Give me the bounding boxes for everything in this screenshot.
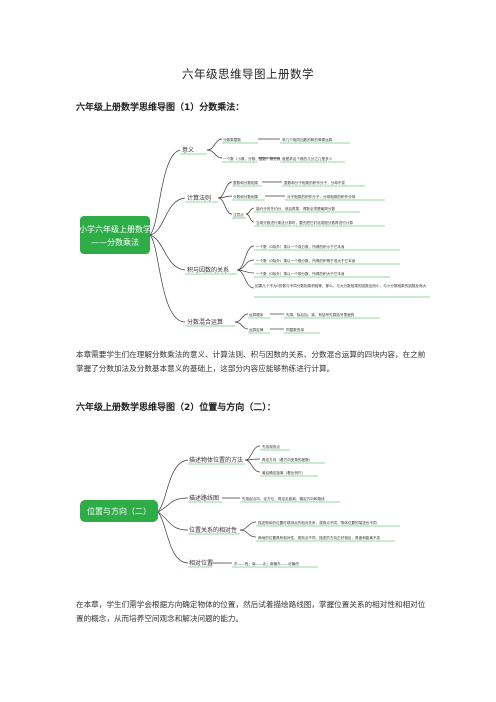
leaf: 整数和分数相乘	[233, 180, 259, 185]
leaf: 如果几个不为0的数与不同分数相乘积相等，那么，与大分数相乘的因数反而小，与小分数…	[255, 284, 427, 288]
root-node-1	[80, 216, 150, 254]
branch-calc-rules: 计算法则	[187, 194, 211, 202]
branch-product-factor: 积与因数的关系	[187, 266, 229, 274]
leaf: 先按起点向、定方位，再定走距离，确定方向和路线	[242, 496, 325, 501]
leaf: 一个数（小数、分数、整数）乘分数	[223, 156, 281, 161]
leaf: 注意点	[233, 212, 244, 217]
leaf: 求几个相同加数的和的简便运算	[282, 137, 333, 142]
page-title: 六年级思维导图上册数学	[182, 67, 314, 81]
leaf: 一个数（0除外）乘以一个真分数，所得的积小于它本身	[256, 244, 345, 249]
leaf: 先乘、除后加、减，有括号先算括号里面的	[286, 312, 355, 317]
branch-describe-position: 描述物体位置的方法	[189, 456, 243, 464]
root-node-2	[80, 500, 158, 522]
leaf: 一个数（0除外）乘以一个假分数，所得的积等于或大于它本身	[256, 258, 356, 263]
leaf: 同整数的用	[286, 327, 304, 332]
leaf: 先找观测点	[262, 444, 280, 449]
leaf: 分数和分数相乘	[233, 194, 259, 199]
leaf: 东——西；南——北；南偏东——北偏西	[234, 561, 299, 566]
branch-route-map: 描述路线图	[189, 494, 219, 502]
leaf: 描述物体的位置时观测点的相对关系，观测点不同，物体位置的描述也不同	[258, 520, 377, 525]
branch-relative-position: 相对位置	[189, 559, 213, 567]
section-2-title: 六年级上册数学思维导图（2）位置与方向（二）：	[76, 403, 276, 413]
leaf: 分子相乘的积作分子，分母相乘的积作分母	[287, 194, 356, 199]
leaf: 分数乘整数	[223, 137, 241, 142]
leaf: 一个数（0除外）乘以一个带分数，所得的积大于它本身	[256, 271, 345, 276]
branch-relativity: 位置关系的相对性	[189, 526, 237, 534]
leaf: 整数和分子相乘的积作分子，分母不变	[284, 180, 345, 185]
paragraph-2: 在本章，学生们需学会根据方向确定物体的位置，然后试着描绘路线图，掌握位置关系的相…	[76, 600, 426, 623]
leaf: 能约分的先约分，然后再乘，得数必须是最简分数	[256, 206, 335, 211]
leaf: 两地的位置具有相对性，观测点不同，描述的方向正好相反，角度和距离不变	[258, 535, 381, 540]
leaf: 最后确定距离（看比例尺）	[262, 470, 305, 475]
leaf: 再定方向（看方向夹角的度数）	[262, 457, 312, 462]
section-1-title: 六年级上册数学思维导图（1）分数乘法：	[76, 103, 245, 113]
root-1-line-1: 小学六年级上册数学	[79, 224, 151, 234]
branch-mixed-ops: 分数混合运算	[187, 318, 223, 326]
root-2-label: 位置与方向（二）	[87, 506, 151, 516]
branch-meaning: 意义	[182, 146, 194, 154]
leaf: 运算顺序	[249, 312, 264, 317]
paragraph-1: 本章需要学生们在理解分数乘法的意义、计算法则、积与因数的关系、分数混合运算的四块…	[76, 350, 426, 373]
leaf: 就是求这个数的几分之几是多少	[282, 156, 333, 161]
leaf: 运算定律	[249, 327, 264, 332]
leaf: 当带分数进行乘法计算时，要先把它们化成假分数再进行计算	[256, 220, 353, 225]
root-1-line-2: ——分数乘法	[91, 237, 139, 247]
